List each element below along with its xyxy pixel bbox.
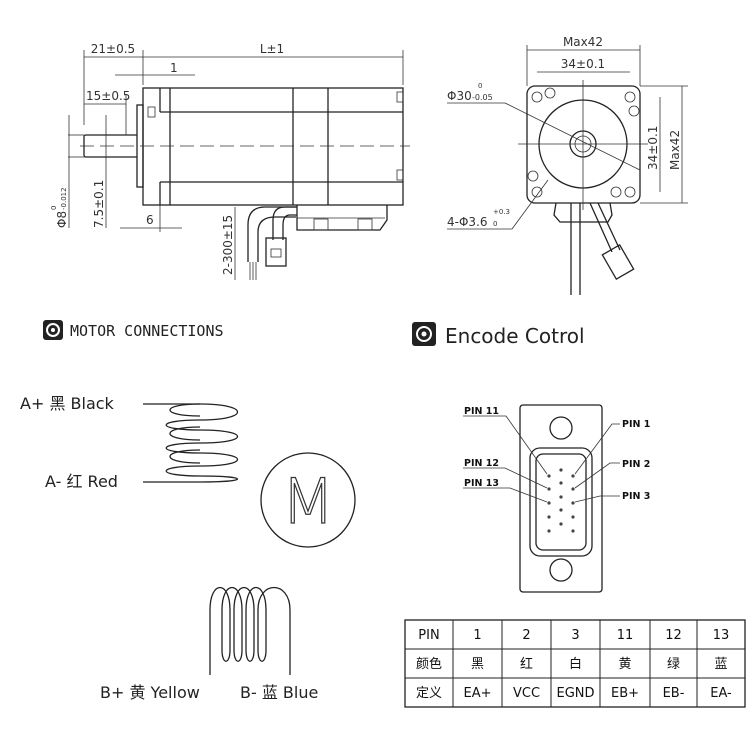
motor-side-view: 21±0.5 L±1 1 15±0.5 Φ8 0 -0.012 7.5±0.1 … xyxy=(50,42,410,280)
table-cell: 12 xyxy=(665,628,682,643)
pin-13-label: PIN 13 xyxy=(464,478,499,489)
dim-height-max: Max42 xyxy=(668,130,682,170)
svg-text:M: M xyxy=(281,465,335,538)
dim-flat-depth: 7.5±0.1 xyxy=(92,180,106,228)
motor-connections-title: MOTOR CONNECTIONS xyxy=(70,322,224,340)
dim-holes: 4-Φ3.6 xyxy=(447,215,488,229)
table-cell: VCC xyxy=(513,686,540,701)
table-cell: EA- xyxy=(710,686,732,701)
dim-body-length: L±1 xyxy=(260,42,284,56)
table-cell: EB+ xyxy=(611,686,639,701)
dim-shaft-length: 21±0.5 xyxy=(91,42,135,56)
label-b-plus: B+ 黄 Yellow xyxy=(100,683,200,702)
motor-symbol-icon: M xyxy=(260,452,356,548)
pin-2-label: PIN 2 xyxy=(622,459,650,470)
table-cell: 11 xyxy=(617,628,634,643)
table-cell: EB- xyxy=(663,686,685,701)
coil-a-icon xyxy=(165,403,238,483)
table-cell: EGND xyxy=(556,686,594,701)
table-cell: 2 xyxy=(522,628,530,643)
table-cell: 3 xyxy=(571,628,579,643)
label-b-minus: B- 蓝 Blue xyxy=(240,683,318,702)
table-cell: 红 xyxy=(520,656,533,672)
dim-flange: 1 xyxy=(170,61,178,75)
table-cell: 黑 xyxy=(471,657,484,672)
encoder-title: Encode Cotrol xyxy=(445,324,585,348)
table-cell: 1 xyxy=(473,628,481,643)
table-cell: 颜色 xyxy=(416,656,442,672)
dim-shaft-dia: Φ8 xyxy=(55,211,69,228)
label-a-minus: A- 红 Red xyxy=(45,472,118,491)
coil-b-icon xyxy=(209,586,291,675)
pin-12-label: PIN 12 xyxy=(464,458,499,469)
pin-1-label: PIN 1 xyxy=(622,419,650,430)
label-a-plus: A+ 黑 Black xyxy=(20,394,115,413)
table-cell: EA+ xyxy=(464,686,492,701)
dim-width-max: Max42 xyxy=(563,35,603,49)
table-cell: 13 xyxy=(713,628,730,643)
dim-holes-tol-upper: +0.3 xyxy=(493,208,510,216)
table-cell: 白 xyxy=(569,656,582,672)
motor-wiring-diagram: A+ 黑 Black A- 红 Red M B+ 黄 Yellow B- 蓝 B… xyxy=(20,394,356,702)
table-cell: 蓝 xyxy=(714,657,727,672)
dim-pilot-tol-lower: -0.05 xyxy=(472,93,493,102)
dim-cable: 2-300±15 xyxy=(221,215,235,275)
dim-hole-spacing-h: 34±0.1 xyxy=(561,57,605,71)
encoder-heading: Encode Cotrol xyxy=(412,322,585,348)
pin-11-label: PIN 11 xyxy=(464,406,499,417)
dim-pilot: Φ30 xyxy=(447,89,472,103)
dim-holes-tol-lower: 0 xyxy=(493,220,497,228)
dim-hole-spacing-v: 34±0.1 xyxy=(646,126,660,170)
table-cell: 绿 xyxy=(667,657,680,672)
pin-3-label: PIN 3 xyxy=(622,491,650,502)
dim-pilot-tol-upper: 0 xyxy=(478,82,482,90)
table-cell: PIN xyxy=(418,628,439,643)
dim-boss: 6 xyxy=(146,213,154,227)
dim-shaft-dia-tol-upper: 0 xyxy=(50,206,58,210)
table-cell: 定义 xyxy=(416,686,442,701)
dim-shaft-dia-tol-lower: -0.012 xyxy=(60,187,68,210)
motor-front-view: Max42 34±0.1 34±0.1 Max42 Φ30 0 -0.05 4-… xyxy=(447,35,688,295)
dim-flat-length: 15±0.5 xyxy=(86,89,130,103)
motor-connections-heading: MOTOR CONNECTIONS xyxy=(43,320,224,340)
table-border xyxy=(404,619,746,708)
encoder-connector: PIN 11 PIN 12 PIN 13 PIN 1 PIN 2 PIN 3 xyxy=(463,404,650,593)
table-cell: 黄 xyxy=(618,657,631,672)
